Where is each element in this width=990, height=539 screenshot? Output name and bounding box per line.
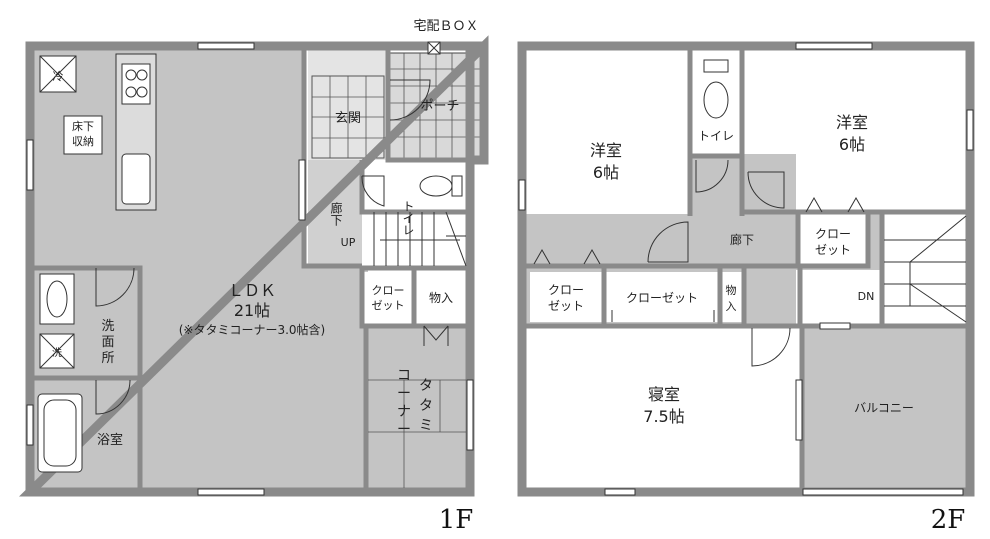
closet-long-label: クローゼット — [626, 291, 698, 305]
balcony — [804, 326, 966, 488]
sink-icon — [46, 280, 68, 318]
closet-label-1f-2: ゼット — [372, 299, 405, 312]
floor-1f: 冷 床下 収納 洗 — [18, 19, 489, 535]
corner-label-4: ー — [397, 422, 411, 438]
interior-walls-1f — [34, 46, 470, 490]
washbasin-icon — [39, 273, 75, 325]
stairs-2f — [884, 214, 966, 322]
ldk-note-label: (※タタミコーナー3.0帖含) — [179, 322, 326, 337]
floor-2f: 洋室 6帖 洋室 6帖 トイレ 廊下 クロー ゼット クロー ゼット クローゼッ… — [517, 41, 975, 535]
underfloor-label-1: 床下 — [72, 119, 94, 133]
closet-right-2f — [800, 214, 866, 264]
doors-2f — [533, 159, 865, 367]
windows-2f — [518, 42, 974, 496]
closet-right-label-1: クロー — [815, 227, 851, 241]
kitchen-counter — [115, 53, 157, 211]
delivery-box-label: 宅配ＢＯＸ — [413, 19, 478, 34]
windows-1f — [26, 42, 474, 496]
hallway-label-2f: 廊下 — [730, 232, 754, 247]
western-right-label-2: 6帖 — [839, 135, 865, 154]
up-label: UP — [341, 236, 356, 249]
underfloor-storage-box — [63, 115, 103, 155]
washroom-label-1: 洗 — [101, 319, 114, 334]
storage-label-1f: 物入 — [429, 291, 453, 305]
closet-long-2f — [606, 272, 718, 322]
ldk-room-lower — [300, 266, 368, 488]
tatami-grid — [368, 379, 466, 488]
toilet-label-1f: トイレ — [401, 200, 415, 236]
washer-icon — [39, 333, 75, 369]
closet-left-2f — [530, 272, 602, 322]
fridge-icon — [39, 55, 77, 93]
bedroom-label-1: 寝室 — [648, 385, 680, 404]
bathtub-inner — [43, 399, 77, 467]
toilet-tank-2f — [703, 59, 729, 73]
fridge-label: 冷 — [53, 70, 64, 83]
tatami-label-1: タ — [419, 378, 433, 394]
toilet-icon-2f — [703, 81, 729, 119]
washer-label: 洗 — [52, 347, 62, 359]
bathtub-icon — [37, 393, 83, 473]
floor-label-1f: 1F — [439, 505, 474, 535]
tatami-label-3: ミ — [419, 418, 433, 434]
bedroom-label-2: 7.5帖 — [643, 407, 684, 426]
porch-label: ポーチ — [420, 99, 459, 114]
closet-label-1f-1: クロー — [372, 284, 405, 297]
corner-label-3: ナ — [397, 404, 411, 420]
bath-label: 浴室 — [97, 432, 123, 448]
washroom-label-2: 面 — [101, 335, 114, 350]
hallway-label-1f: 廊下 — [329, 201, 343, 226]
storage-1f — [416, 272, 466, 324]
stairs-icon-2f — [884, 215, 967, 323]
ldk-label: ＬＤＫ — [228, 281, 276, 300]
balcony-label: バルコニー — [854, 401, 914, 415]
tatami-corner — [368, 324, 466, 488]
genkan-label: 玄関 — [335, 111, 361, 126]
storage-label-2f-2: 入 — [726, 300, 737, 313]
genkan-tiles — [311, 75, 385, 159]
closet-left-label-2: ゼット — [548, 299, 584, 313]
stairs-1f — [362, 212, 466, 266]
dn-label: DN — [858, 290, 875, 303]
ldk-size-label: 21帖 — [234, 301, 270, 320]
closet-1f — [362, 272, 412, 324]
washroom-label-3: 所 — [101, 351, 114, 366]
underfloor-label-2: 収納 — [72, 135, 94, 148]
doors-1f — [95, 79, 449, 415]
toilet-tank-1f — [451, 175, 463, 197]
floor-label-2f: 2F — [931, 505, 966, 535]
corner-label-1: コ — [397, 368, 411, 384]
tatami-label-2: タ — [419, 398, 433, 414]
corner-label-2: ー — [397, 386, 411, 402]
western-right-label-1: 洋室 — [836, 113, 868, 132]
stairs-icon-1f — [373, 211, 467, 267]
western-left-label-2: 6帖 — [593, 163, 619, 182]
bedroom — [526, 326, 802, 488]
toilet-label-2f: トイレ — [698, 129, 734, 143]
western-left-label-1: 洋室 — [590, 141, 622, 160]
storage-label-2f-1: 物 — [726, 283, 737, 297]
closet-left-label-1: クロー — [548, 283, 584, 297]
closet-right-label-2: ゼット — [815, 243, 851, 257]
interior-walls-2f — [526, 46, 970, 490]
storage-2f — [720, 272, 742, 322]
exterior-frame-2f — [517, 41, 975, 497]
